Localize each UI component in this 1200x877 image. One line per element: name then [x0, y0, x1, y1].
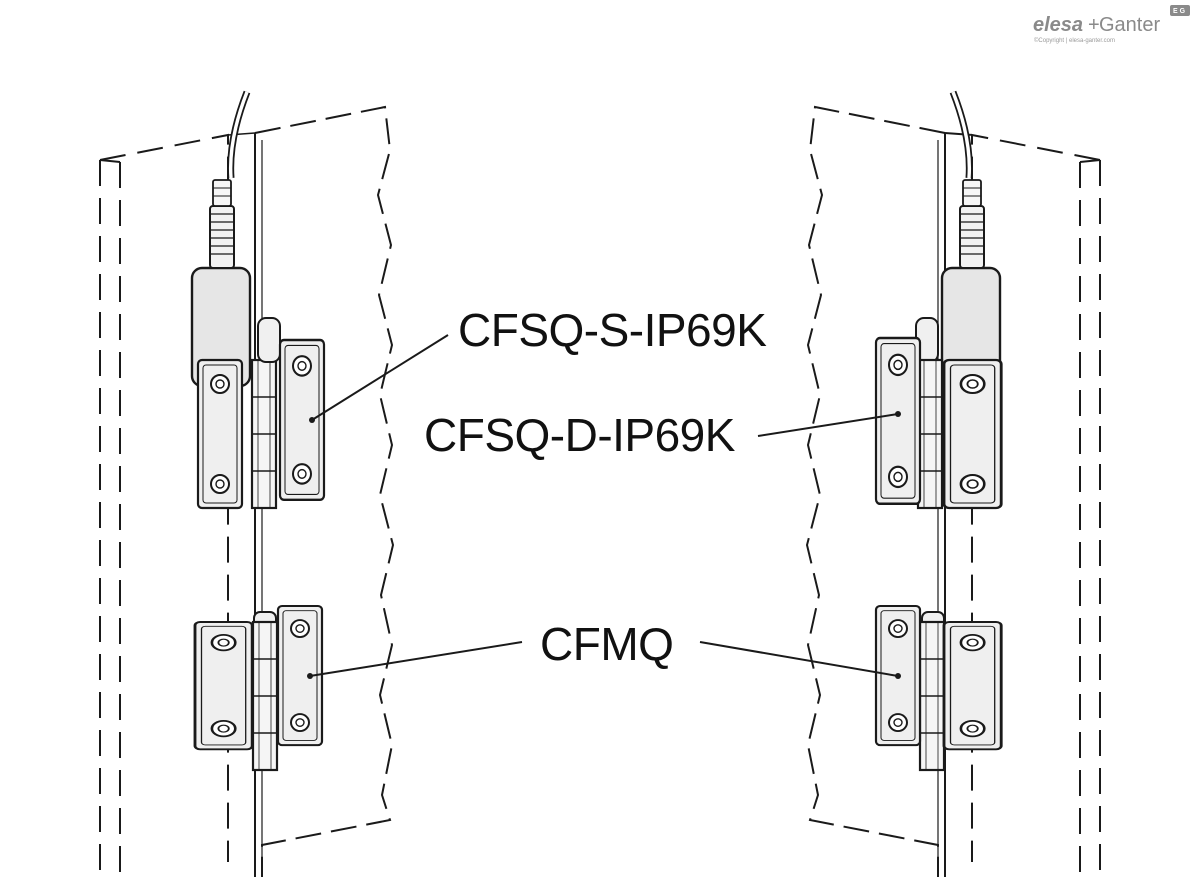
logo-copyright: ©Copyright | elesa-ganter.com [1034, 37, 1115, 44]
brand-logo: elesa + Ganter E G ©Copyright | elesa-ga… [1033, 5, 1190, 44]
right-mechanical-hinge [874, 604, 1003, 772]
label-cfmq: CFMQ [540, 618, 673, 670]
logo-badge-text: E G [1173, 8, 1186, 15]
label-cfsq-d-ip69k: CFSQ-D-IP69K [424, 409, 736, 461]
logo-elesa: elesa [1033, 14, 1083, 36]
leader-sensor-double [757, 413, 899, 437]
leader-sensor-single [311, 334, 449, 421]
left-assembly [99, 90, 395, 877]
left-mechanical-hinge [193, 604, 324, 772]
leader-lines [309, 334, 899, 677]
right-sensor-hinge [874, 178, 1003, 510]
label-cfsq-s-ip69k: CFSQ-S-IP69K [458, 304, 767, 356]
leader-mechanical-right [699, 641, 899, 677]
logo-ganter: Ganter [1099, 14, 1160, 36]
right-assembly [805, 90, 1101, 877]
leader-mechanical-left [309, 641, 523, 677]
logo-badge [1170, 5, 1190, 16]
logo-plus: + [1088, 14, 1100, 36]
right-back-panel [944, 132, 1101, 877]
